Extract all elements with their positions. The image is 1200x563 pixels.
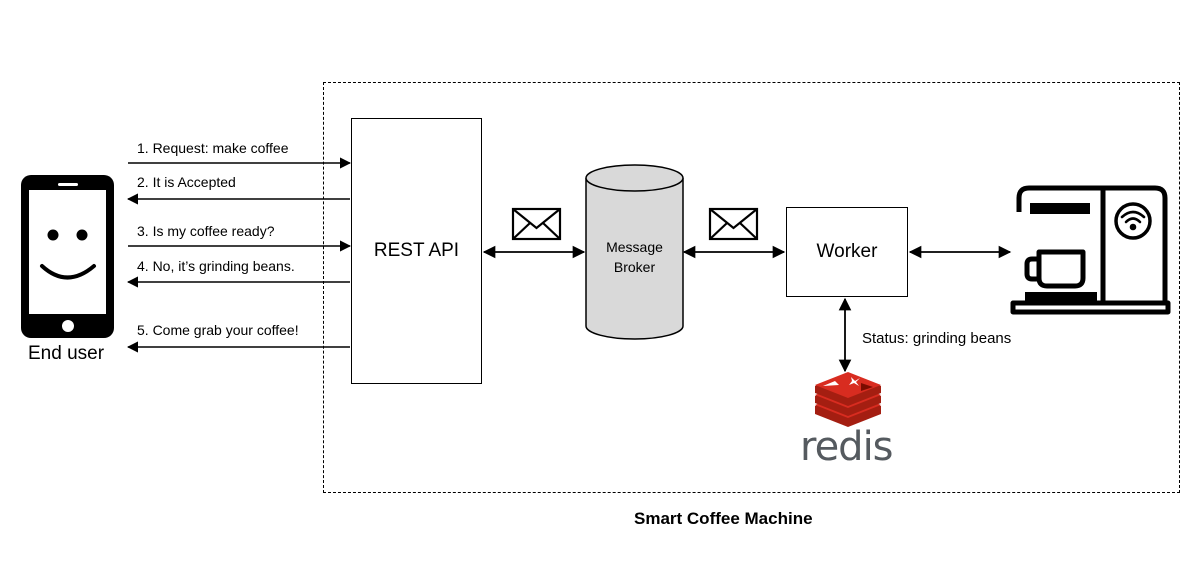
wifi-icon	[1120, 210, 1146, 231]
rest-api-box: REST API	[351, 118, 482, 384]
redis-wordmark: redis	[800, 424, 894, 470]
message-3-label: 3. Is my coffee ready?	[137, 223, 275, 239]
end-user-label: End user	[28, 343, 105, 364]
redis-logo-icon	[815, 372, 881, 427]
broker-label-line1: Message	[606, 239, 663, 255]
message-1-label: 1. Request: make coffee	[137, 140, 289, 156]
worker-label: Worker	[816, 241, 878, 262]
rest-api-label: REST API	[373, 240, 460, 261]
message-broker-cylinder	[585, 164, 684, 340]
envelope-icon	[511, 207, 562, 241]
worker-box: Worker	[786, 207, 908, 297]
status-label: Status: grinding beans	[862, 330, 1012, 347]
message-5-label: 5. Come grab your coffee!	[137, 322, 299, 338]
message-4-label: 4. No, it’s grinding beans.	[137, 258, 295, 274]
broker-label-line2: Broker	[613, 259, 656, 275]
envelope-icon	[708, 207, 759, 241]
container-caption: Smart Coffee Machine	[634, 509, 813, 528]
message-2-label: 2. It is Accepted	[137, 174, 236, 190]
message-broker-label: Message Broker	[586, 237, 683, 277]
smart-coffee-machine-boundary	[323, 82, 1180, 493]
smartphone-smiley-icon	[21, 175, 114, 338]
coffee-machine-wifi-icon	[1010, 185, 1171, 315]
